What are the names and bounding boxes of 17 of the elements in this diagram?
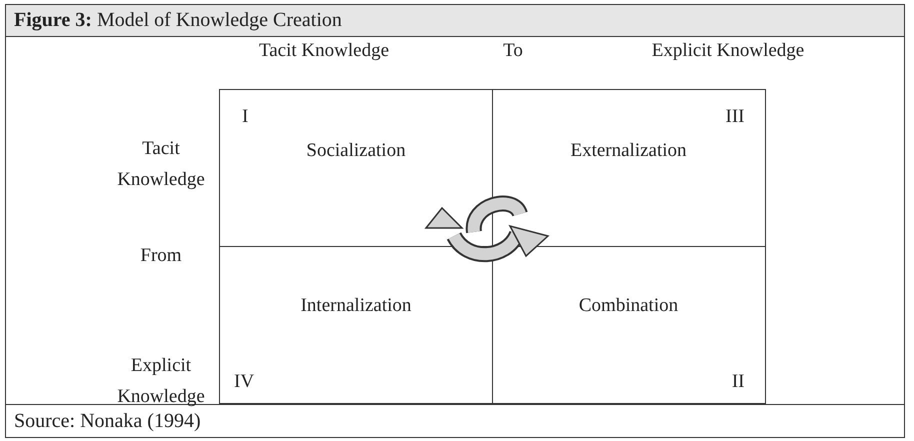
roman-numeral: I xyxy=(242,106,248,128)
roman-numeral: III xyxy=(726,106,744,128)
axis-label: Tacit Knowledge xyxy=(258,39,390,63)
axis-label: From xyxy=(139,244,183,268)
source-caption: Source: Nonaka (1994) xyxy=(6,404,904,438)
quadrant-label: Internalization xyxy=(300,294,412,316)
roman-numeral: II xyxy=(732,370,744,392)
axis-label: Explicit Knowledge xyxy=(650,39,806,63)
roman-numeral: IV xyxy=(234,370,254,392)
matrix-quadrant xyxy=(219,246,493,404)
axis-label: Tacit Knowledge xyxy=(116,137,206,192)
quadrant-label: Externalization xyxy=(569,140,688,162)
quadrant-label: Socialization xyxy=(305,140,407,162)
axis-label: To xyxy=(502,39,524,63)
matrix-quadrant xyxy=(492,246,766,404)
quadrant-label: Combination xyxy=(578,294,680,316)
figure-title: Figure 3: Model of Knowledge Creation xyxy=(6,5,904,37)
